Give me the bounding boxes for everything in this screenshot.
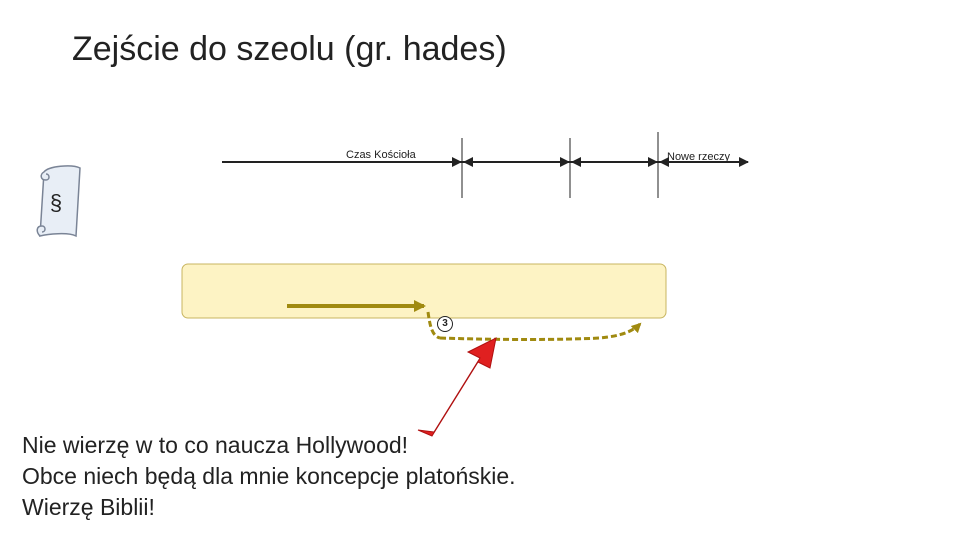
era-box <box>181 263 667 319</box>
red-pointer-arrow <box>417 337 497 437</box>
statement-bible: Wierzę Biblii! <box>22 494 155 520</box>
scroll-container: § <box>28 164 84 242</box>
section-symbol: § <box>49 190 63 215</box>
descent-dashed-path <box>426 311 441 340</box>
timeline-label-church-age: Czas Kościoła <box>346 149 416 161</box>
statements-block: Nie wierzę w to co naucza Hollywood! Obc… <box>22 430 516 523</box>
statement-platonic: Obce niech będą dla mnie koncepcje plato… <box>22 463 516 489</box>
statement-hollywood: Nie wierzę w to co naucza Hollywood! <box>22 432 409 458</box>
slide-title: Zejście do szeolu (gr. hades) <box>72 30 507 68</box>
scroll-icon <box>36 165 81 238</box>
hades-dashed-path <box>439 322 642 341</box>
step-marker-3: 3 <box>437 316 453 332</box>
timeline-label-new-things: Nowe rzeczy <box>667 151 730 163</box>
